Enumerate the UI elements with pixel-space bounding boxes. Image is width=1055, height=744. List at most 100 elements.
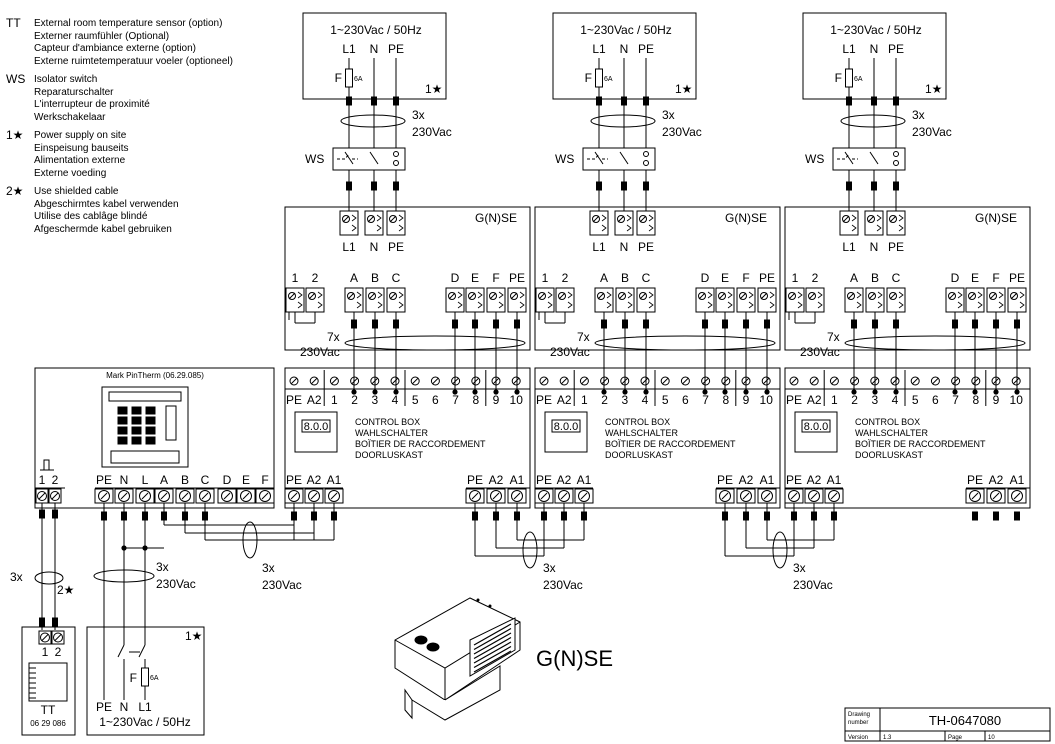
tt-term-label: 1	[42, 645, 49, 659]
screw-slot	[763, 492, 771, 500]
strip-label: 8	[972, 393, 979, 407]
strip-screw	[511, 376, 521, 386]
legend-item-ws: WS Isolator switch Reparaturschalter L'i…	[6, 73, 306, 124]
strip-screw	[741, 376, 751, 386]
screw-slot	[540, 377, 548, 385]
screw-head	[118, 490, 130, 502]
switch-contact	[117, 644, 125, 658]
wire-ferrule	[142, 511, 148, 521]
screw-slot	[808, 292, 816, 300]
ctrl-supply-title: 1~230Vac / 50Hz	[99, 715, 191, 729]
unit-output-terminal	[945, 287, 965, 313]
supply-term-label: L1	[342, 42, 356, 56]
controller-term-label: B	[181, 473, 189, 487]
unit-in-label: N	[870, 240, 879, 254]
unit-out-label: A	[850, 271, 858, 285]
clamp-mark	[898, 214, 904, 232]
unit-output-terminal	[305, 287, 325, 313]
legend-line: Power supply on site	[34, 130, 127, 141]
wire-ferrule	[851, 319, 857, 329]
controller-term-label: E	[242, 473, 250, 487]
product-louver	[473, 645, 512, 669]
screw-slot	[742, 377, 750, 385]
product-gland	[414, 635, 428, 645]
strip-screw	[721, 376, 731, 386]
screw-slot	[867, 215, 875, 223]
screw-slot	[310, 492, 318, 500]
wire-ferrule	[393, 319, 399, 329]
control-term-label: A1	[827, 473, 842, 487]
strip-label: 5	[662, 393, 669, 407]
wire-ferrule	[643, 96, 649, 106]
supply-note: 1★	[675, 82, 692, 96]
legend-key: 1★	[6, 128, 24, 142]
unit-out-label: E	[721, 271, 729, 285]
screw-slot	[702, 377, 709, 385]
unit-out-label: C	[392, 271, 401, 285]
wire-ferrule	[371, 96, 377, 106]
control-term-label: A1	[577, 473, 592, 487]
screw-slot	[1013, 492, 1021, 500]
screw-head	[511, 490, 523, 502]
cable-bundle	[242, 521, 258, 559]
screw-slot	[310, 377, 318, 385]
screw-head	[740, 490, 752, 502]
wire-ferrule	[972, 511, 978, 521]
unit-in-label: L1	[342, 240, 356, 254]
screw-slot	[560, 377, 568, 385]
screw-slot	[617, 215, 625, 223]
strip-screw	[1011, 376, 1021, 386]
screw-slot	[261, 492, 269, 500]
junction-dot	[993, 389, 999, 395]
controller-base	[110, 450, 180, 464]
unit-output-terminal	[805, 287, 825, 313]
screw-slot	[932, 377, 939, 385]
cable-voltage: 230Vac	[300, 345, 340, 359]
strip-label: PE	[786, 393, 802, 407]
screw-head	[40, 632, 50, 643]
junction-dot	[472, 389, 478, 395]
control-term-label: A1	[327, 473, 342, 487]
strip-label: 1	[831, 393, 838, 407]
product-louver	[473, 623, 512, 646]
control-term-label: PE	[786, 473, 802, 487]
cable-count: 7x	[577, 330, 590, 344]
product-louver	[473, 636, 512, 660]
strip-screw	[350, 376, 360, 386]
fuse-rating: 6A	[604, 76, 613, 83]
unit-output-terminal	[986, 287, 1006, 313]
controller-key	[131, 406, 142, 415]
strip-label: 3	[371, 393, 378, 407]
screw-slot	[492, 492, 500, 500]
controller-term-label: L	[142, 473, 149, 487]
clamp-mark	[797, 291, 803, 309]
junction-dot	[372, 389, 378, 395]
clamp-mark	[977, 291, 983, 309]
cable-count: 3x	[10, 570, 23, 584]
screw-slot	[788, 292, 796, 300]
unit-output-terminal	[555, 287, 575, 313]
supply-term-label: L1	[592, 42, 606, 56]
unit-out-label: C	[892, 271, 901, 285]
screw-slot	[411, 377, 419, 385]
screw-slot	[201, 492, 209, 500]
unit-output-terminal	[465, 287, 485, 313]
unit-input-terminal	[614, 210, 634, 236]
title-drawing-label: number	[848, 720, 868, 726]
strip-label: 6	[932, 393, 939, 407]
control-term-label: PE	[286, 473, 302, 487]
screw-slot	[847, 292, 855, 300]
unit-output-terminal	[365, 287, 385, 313]
clamp-mark	[398, 214, 404, 232]
supply-term-label: L1	[842, 42, 856, 56]
screw-head	[639, 292, 647, 300]
wire-ferrule	[791, 511, 797, 521]
fuse-label: F	[335, 71, 342, 85]
title-version: 1.3	[883, 735, 892, 741]
clamp-mark	[351, 214, 357, 232]
screw-head	[828, 490, 840, 502]
strip-label: A2	[557, 393, 572, 407]
legend-key: TT	[6, 16, 21, 30]
isolator-switch	[332, 147, 406, 171]
